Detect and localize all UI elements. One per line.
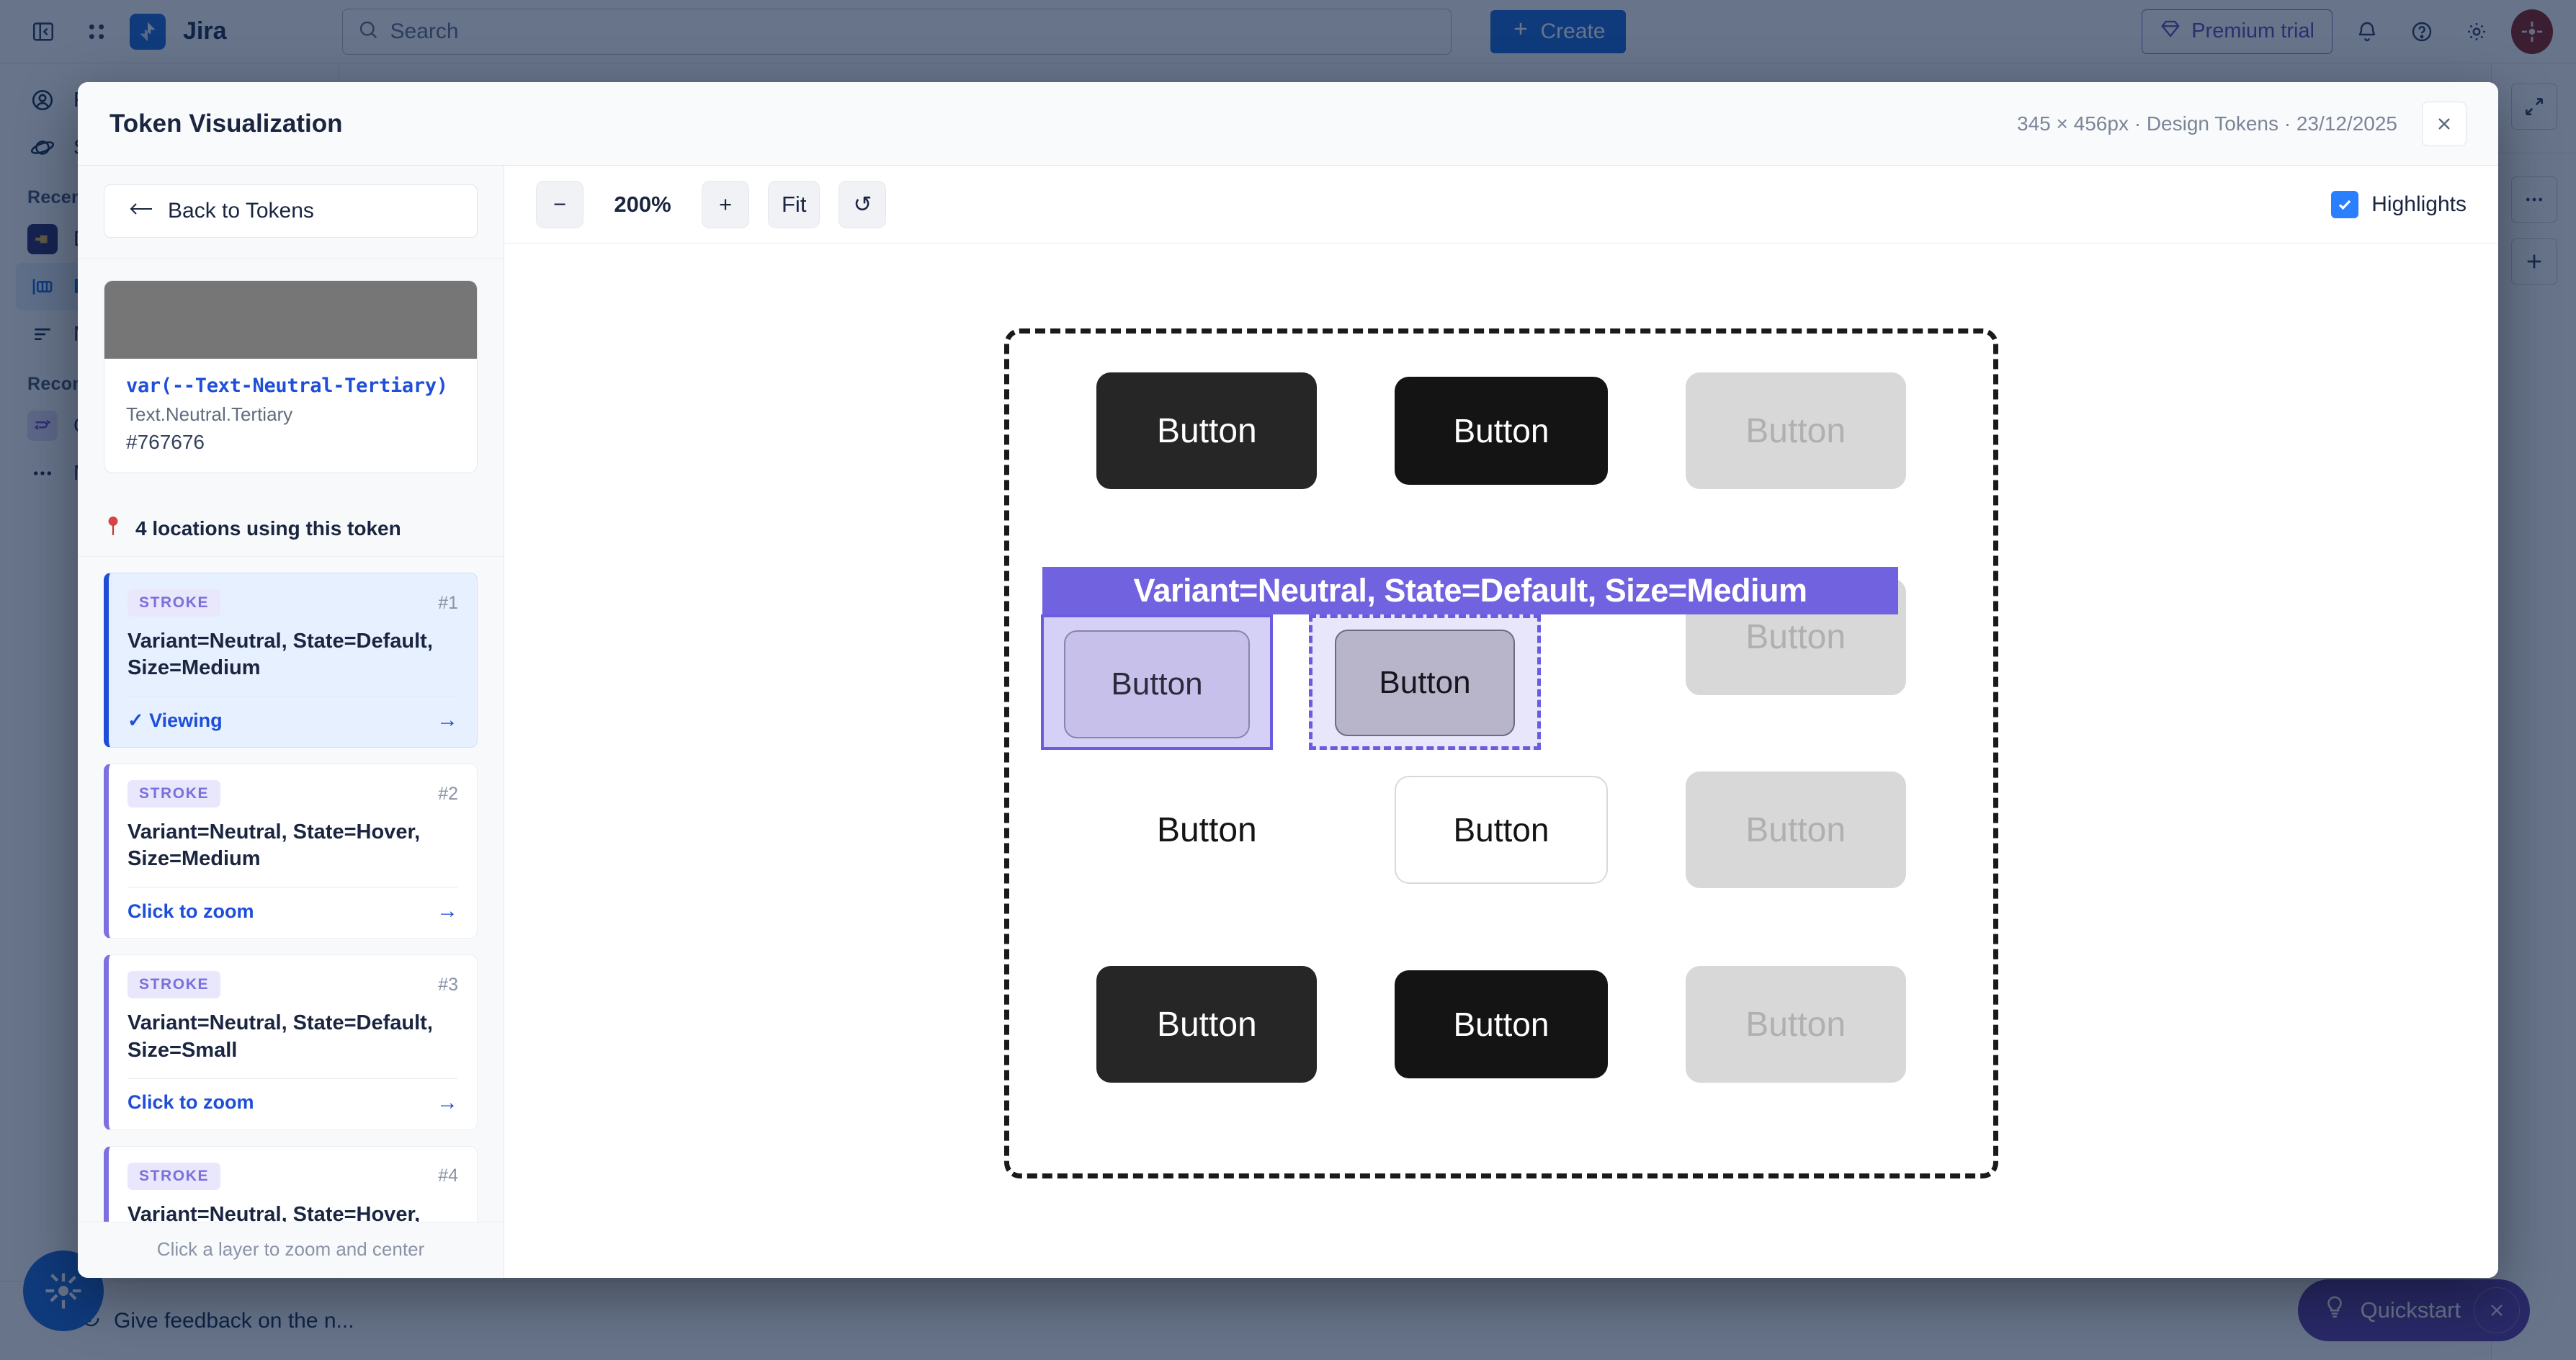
location-index: #2: [438, 783, 458, 804]
modal-header: Token Visualization 345 × 456px · Design…: [78, 82, 2498, 166]
button-cell: Button: [1354, 970, 1649, 1078]
location-name: Variant=Neutral, State=Default, Size=Med…: [128, 630, 433, 680]
token-swatch: [104, 281, 477, 359]
location-name: Variant=Neutral, State=Default, Size=Sma…: [128, 1011, 433, 1062]
zoom-in-button[interactable]: +: [702, 180, 749, 228]
button-cell: Button: [1648, 372, 1943, 489]
token-visualization-modal: Token Visualization 345 × 456px · Design…: [78, 82, 2498, 1278]
token-card: var(--Text-Neutral-Tertiary) Text.Neutra…: [104, 280, 478, 473]
location-card-footer[interactable]: Click to zoom →: [128, 899, 458, 923]
modal-meta: 345 × 456px · Design Tokens · 23/12/2025: [2017, 112, 2397, 135]
modal-body: Back to Tokens var(--Text-Neutral-Tertia…: [78, 166, 2498, 1278]
token-path: Text.Neutral.Tertiary: [126, 403, 293, 425]
button-cell: Button: [1060, 966, 1354, 1083]
location-card-footer[interactable]: Click to zoom →: [128, 1091, 458, 1115]
canvas-toolbar: − 200% + Fit ↺ Highlights: [504, 166, 2498, 243]
preview-canvas[interactable]: Button Button Button Button: [504, 243, 2498, 1278]
preview-button[interactable]: Button: [1096, 372, 1318, 489]
location-index: #3: [438, 974, 458, 995]
locations-heading-label: 4 locations using this token: [135, 516, 401, 540]
location-name: Variant=Neutral, State=Hover, Size=Small: [128, 1202, 421, 1222]
component-frame: Button Button Button Button: [1004, 328, 1998, 1178]
location-card-top: STROKE #3: [128, 971, 458, 999]
highlight-box-dashed[interactable]: Button: [1309, 614, 1541, 750]
arrow-right-icon: →: [437, 708, 458, 733]
arrow-right-icon: →: [437, 899, 458, 923]
location-action-label: Click to zoom: [128, 900, 254, 922]
button-cell: Button: [1648, 966, 1943, 1083]
location-card-1[interactable]: STROKE #1 Variant=Neutral, State=Default…: [104, 573, 478, 748]
back-to-tokens-button[interactable]: Back to Tokens: [104, 184, 478, 238]
preview-button[interactable]: Button: [1685, 771, 1906, 888]
button-cell: Button: [1354, 776, 1649, 884]
location-type-chip: STROKE: [128, 589, 221, 617]
highlight-label-bar: Variant=Neutral, State=Default, Size=Med…: [1042, 567, 1898, 614]
zoom-level-label: 200%: [614, 191, 671, 217]
preview-button[interactable]: Button: [1685, 966, 1906, 1083]
arrow-right-icon: →: [437, 1090, 458, 1114]
locations-list[interactable]: STROKE #1 Variant=Neutral, State=Default…: [78, 557, 504, 1222]
highlighted-preview-button[interactable]: Button: [1335, 630, 1515, 736]
button-row-4: Button Button Button: [1060, 956, 1943, 1093]
preview-button[interactable]: Button: [1685, 372, 1906, 489]
location-action-label: Click to zoom: [128, 1091, 254, 1114]
modal-title: Token Visualization: [109, 109, 343, 138]
fit-button[interactable]: Fit: [768, 180, 820, 228]
token-info: var(--Text-Neutral-Tertiary) Text.Neutra…: [104, 359, 477, 473]
location-card-footer[interactable]: ✓ Viewing →: [128, 708, 458, 733]
token-variable: var(--Text-Neutral-Tertiary): [126, 375, 448, 397]
highlights-checkbox[interactable]: [2331, 190, 2359, 218]
button-cell: Button: [1354, 377, 1649, 485]
location-card-2[interactable]: STROKE #2 Variant=Neutral, State=Hover, …: [104, 764, 478, 939]
highlights-label: Highlights: [2371, 192, 2467, 216]
highlighted-preview-button[interactable]: Button: [1064, 630, 1250, 738]
location-card-top: STROKE #2: [128, 780, 458, 808]
location-type-chip: STROKE: [128, 971, 221, 999]
reset-button[interactable]: ↺: [838, 180, 887, 228]
location-type-chip: STROKE: [128, 1162, 221, 1190]
highlight-box-solid[interactable]: Button: [1041, 614, 1273, 750]
preview-button[interactable]: Button: [1394, 377, 1608, 485]
pin-icon: [104, 515, 122, 542]
button-cell: Button: [1060, 372, 1354, 489]
location-index: #1: [438, 592, 458, 613]
zoom-out-button[interactable]: −: [536, 180, 583, 228]
location-action-label: ✓ Viewing: [128, 709, 223, 731]
divider: [128, 1078, 458, 1079]
close-icon[interactable]: [2422, 101, 2467, 146]
button-row-1: Button Button Button: [1060, 362, 1943, 499]
location-index: #4: [438, 1166, 458, 1186]
token-hex: #767676: [126, 431, 205, 453]
left-pane: Back to Tokens var(--Text-Neutral-Tertia…: [78, 166, 504, 1278]
location-card-top: STROKE #1: [128, 589, 458, 617]
right-pane: − 200% + Fit ↺ Highlights: [504, 166, 2498, 1278]
location-name: Variant=Neutral, State=Hover, Size=Mediu…: [128, 820, 421, 871]
button-cell: Button: [1648, 771, 1943, 888]
locations-heading: 4 locations using this token: [78, 502, 504, 557]
button-cell: Button: [1060, 771, 1354, 888]
highlights-toggle[interactable]: Highlights: [2331, 190, 2467, 218]
location-card-3[interactable]: STROKE #3 Variant=Neutral, State=Default…: [104, 954, 478, 1130]
preview-button[interactable]: Button: [1394, 970, 1608, 1078]
arrow-left-icon: [129, 199, 153, 223]
preview-button[interactable]: Button: [1156, 810, 1257, 849]
preview-button[interactable]: Button: [1394, 776, 1608, 884]
location-type-chip: STROKE: [128, 780, 221, 808]
back-to-tokens-label: Back to Tokens: [168, 199, 314, 223]
button-row-3: Button Button Button: [1060, 761, 1943, 898]
divider: [128, 696, 458, 697]
back-section: Back to Tokens: [78, 166, 504, 259]
location-card-top: STROKE #4: [128, 1162, 458, 1190]
preview-button[interactable]: Button: [1096, 966, 1318, 1083]
location-card-4[interactable]: STROKE #4 Variant=Neutral, State=Hover, …: [104, 1145, 478, 1222]
left-pane-footer-hint: Click a layer to zoom and center: [78, 1222, 504, 1278]
